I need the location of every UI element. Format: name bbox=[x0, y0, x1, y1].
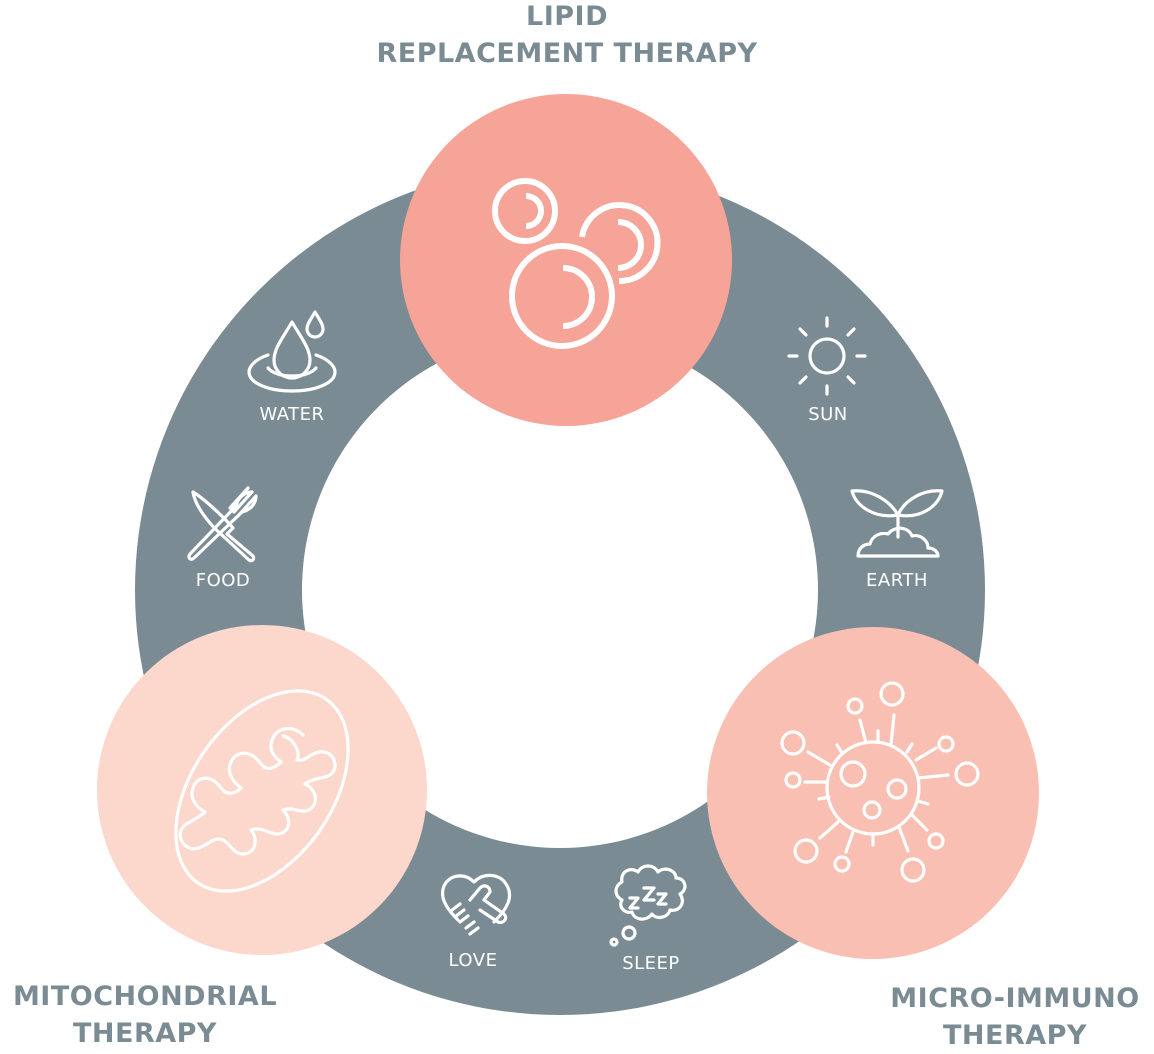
bubbles-icon bbox=[492, 178, 661, 349]
pillar-label-sun: SUN bbox=[808, 404, 848, 425]
heart-handshake-icon bbox=[440, 873, 512, 936]
lipid-therapy-node bbox=[400, 94, 732, 426]
pillar-earth: EARTH bbox=[850, 489, 944, 591]
mitochondria-icon bbox=[174, 689, 350, 893]
water-drop-icon bbox=[247, 310, 337, 393]
pillar-label-food: FOOD bbox=[196, 570, 251, 591]
lipid-circle bbox=[400, 94, 732, 426]
sun-icon bbox=[787, 316, 867, 396]
virus-icon bbox=[780, 681, 980, 883]
immuno-therapy-title: MICRO-IMMUNO THERAPY bbox=[850, 980, 1154, 1054]
pillar-label-love: LOVE bbox=[449, 950, 498, 971]
pillar-sleep: SLEEP bbox=[609, 864, 687, 974]
mitochondrial-therapy-title: MITOCHONDRIAL THERAPY bbox=[0, 978, 300, 1052]
immuno-title-line1: MICRO-IMMUNO bbox=[890, 983, 1140, 1014]
pillar-sun: SUN bbox=[787, 316, 867, 425]
pillar-love: LOVE bbox=[440, 873, 512, 971]
lipid-title-line1: LIPID bbox=[526, 1, 608, 32]
mito-circle bbox=[97, 625, 427, 955]
lipid-therapy-title: LIPID REPLACEMENT THERAPY bbox=[330, 0, 804, 72]
mitochondrial-therapy-node bbox=[97, 625, 427, 955]
immuno-therapy-node bbox=[707, 627, 1039, 959]
pillar-label-sleep: SLEEP bbox=[622, 953, 680, 974]
pillar-water: WATER bbox=[247, 310, 337, 425]
immuno-circle bbox=[707, 627, 1039, 959]
pillar-label-earth: EARTH bbox=[866, 570, 928, 591]
pillar-food: FOOD bbox=[187, 486, 258, 591]
sprout-icon bbox=[850, 489, 944, 558]
knife-fork-icon bbox=[187, 486, 258, 563]
pillar-label-water: WATER bbox=[259, 404, 324, 425]
mito-title-line2: THERAPY bbox=[73, 1018, 217, 1049]
sleep-cloud-icon bbox=[609, 864, 687, 947]
mito-title-line1: MITOCHONDRIAL bbox=[12, 981, 278, 1012]
immuno-title-line2: THERAPY bbox=[943, 1020, 1087, 1051]
lipid-title-line2: REPLACEMENT THERAPY bbox=[376, 38, 758, 69]
